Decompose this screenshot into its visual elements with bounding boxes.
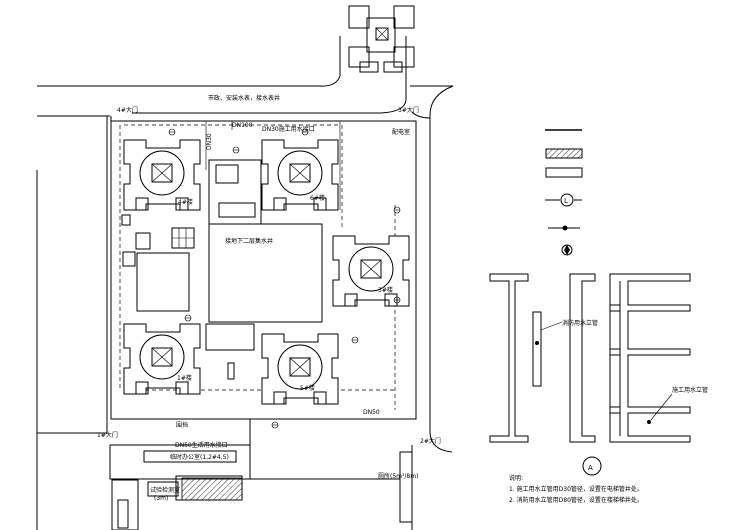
central-pit: [205, 159, 323, 380]
building-5-label: 5#楼: [300, 384, 315, 392]
dn50-right-label: DN50: [363, 409, 380, 416]
notes: 说明: 1. 施工用水立管用D30管径，设置在电梯管井处。 2. 消防用水立管用…: [509, 474, 643, 504]
note-1: 1. 施工用水立管用D30管径，设置在电梯管井处。: [509, 485, 643, 493]
temp-office-label: 临时办公室(1,2#4,5): [170, 453, 229, 461]
pump-well-label: 接地下二层集水井: [225, 237, 273, 245]
construction-riser-label: 施工用水立管: [672, 386, 708, 394]
top-road-note: 市政、安装水表，接水表井: [208, 94, 280, 102]
fence-label: 围挡: [176, 421, 188, 429]
gate-1-label: 1#大门: [97, 431, 118, 439]
fire-riser-label: 消防用水立管: [562, 319, 598, 327]
top-building: [348, 5, 415, 73]
building-1: [123, 323, 201, 395]
detail-a: 消防用水立管 施工用水立管 A: [489, 273, 708, 476]
detail-a-marker: [582, 456, 602, 476]
gate-3-label: 3#大门: [398, 106, 419, 114]
gate-4-label: 4#大门: [117, 106, 138, 114]
bottom-facilities: [109, 419, 413, 530]
left-facilities: [121, 214, 195, 312]
dn50-domestic-label: DN50生活用水接口: [175, 441, 228, 449]
legend-hatched-block: [545, 148, 583, 159]
valve-symbols: [168, 128, 401, 429]
building-3: [332, 235, 410, 307]
legend: L: [545, 129, 583, 256]
notes-heading: 说明:: [509, 474, 523, 482]
building-6: [261, 139, 339, 211]
toilet-label: 厕所(5m³/8m): [378, 472, 418, 480]
test-box-label: 试验检测室: [150, 486, 180, 494]
site-boundary: [110, 116, 417, 420]
legend-symbol-l: L: [564, 197, 568, 205]
detail-a-letter: A: [588, 464, 593, 472]
legend-empty-block: [545, 167, 583, 178]
storage-label: (3m): [154, 495, 168, 502]
building-4: [123, 139, 201, 211]
note-2: 2. 消防用水立管用D80管径，设置在楼梯梯井处。: [509, 496, 643, 504]
building-4-label: 4#楼: [178, 198, 193, 206]
dn30-left-label: DN30: [206, 133, 213, 150]
building-1-label: 1#楼: [177, 374, 192, 382]
dn30-connection-label: DN30施工用水接口: [262, 125, 315, 133]
building-6-label: 6#楼: [310, 194, 325, 202]
gate-2-label: 2#大门: [420, 437, 441, 445]
distribution-room-label: 配电室: [392, 128, 410, 136]
legend-circle-l: [560, 193, 574, 207]
dn100-label: DN100: [232, 122, 253, 129]
building-5: [261, 333, 339, 405]
building-3-label: 3#楼: [378, 286, 393, 294]
roads: [36, 36, 454, 530]
